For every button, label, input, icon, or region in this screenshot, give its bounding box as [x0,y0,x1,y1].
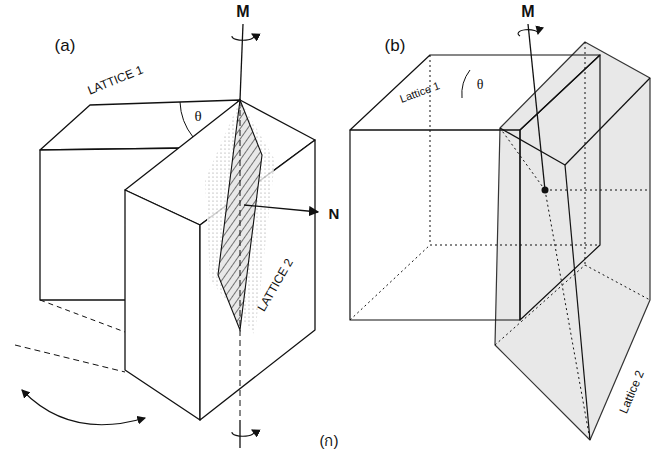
hidden-edge [585,265,650,300]
rotation-arrow [518,30,538,36]
figure-label: (ก) [320,433,339,448]
lattice-label: Lattice 2 [618,369,647,415]
lattice-1-block [350,55,600,320]
hidden-edges [350,42,650,440]
block-face [520,55,600,320]
hidden-edge [350,245,430,320]
lattice-label: Lattice 1 [399,80,442,105]
lattice-2-block [495,42,650,440]
rotation-axis [240,24,243,100]
axis-label: M [521,4,534,20]
block-outline [495,42,650,440]
lattice-2-block [125,100,315,420]
hidden-edge [585,42,586,265]
rotation-arrow [232,34,254,40]
rotation-axis [528,24,545,190]
hidden-edge [495,265,585,345]
hidden-edge [40,300,125,332]
hidden-edge [430,245,600,246]
rotation-axis [240,100,241,420]
angle-arc [180,102,193,137]
block-edge [500,128,565,165]
angle-arrow [22,390,145,425]
axis-label: N [329,206,340,221]
angle-label: θ [477,78,484,92]
axis-label: M [236,4,249,20]
angle-arc [462,70,470,98]
hidden-edge [500,128,545,190]
block-face [350,55,600,130]
normal-arrow [244,205,318,212]
rotation-arrow [232,430,254,436]
lattice-label: LATTICE 1 [86,63,145,96]
reference-line [15,345,125,372]
block-face [125,190,200,420]
block-face [350,130,520,320]
angle-label: θ [194,109,201,124]
block-edge [565,165,590,440]
hidden-edge [545,190,650,191]
block-edge [565,78,650,165]
axis-point [542,187,549,194]
rotation-axis [239,420,240,448]
hidden-edge [545,190,590,440]
panel-label: (a) [55,37,76,54]
panel-label: (b) [385,37,406,54]
